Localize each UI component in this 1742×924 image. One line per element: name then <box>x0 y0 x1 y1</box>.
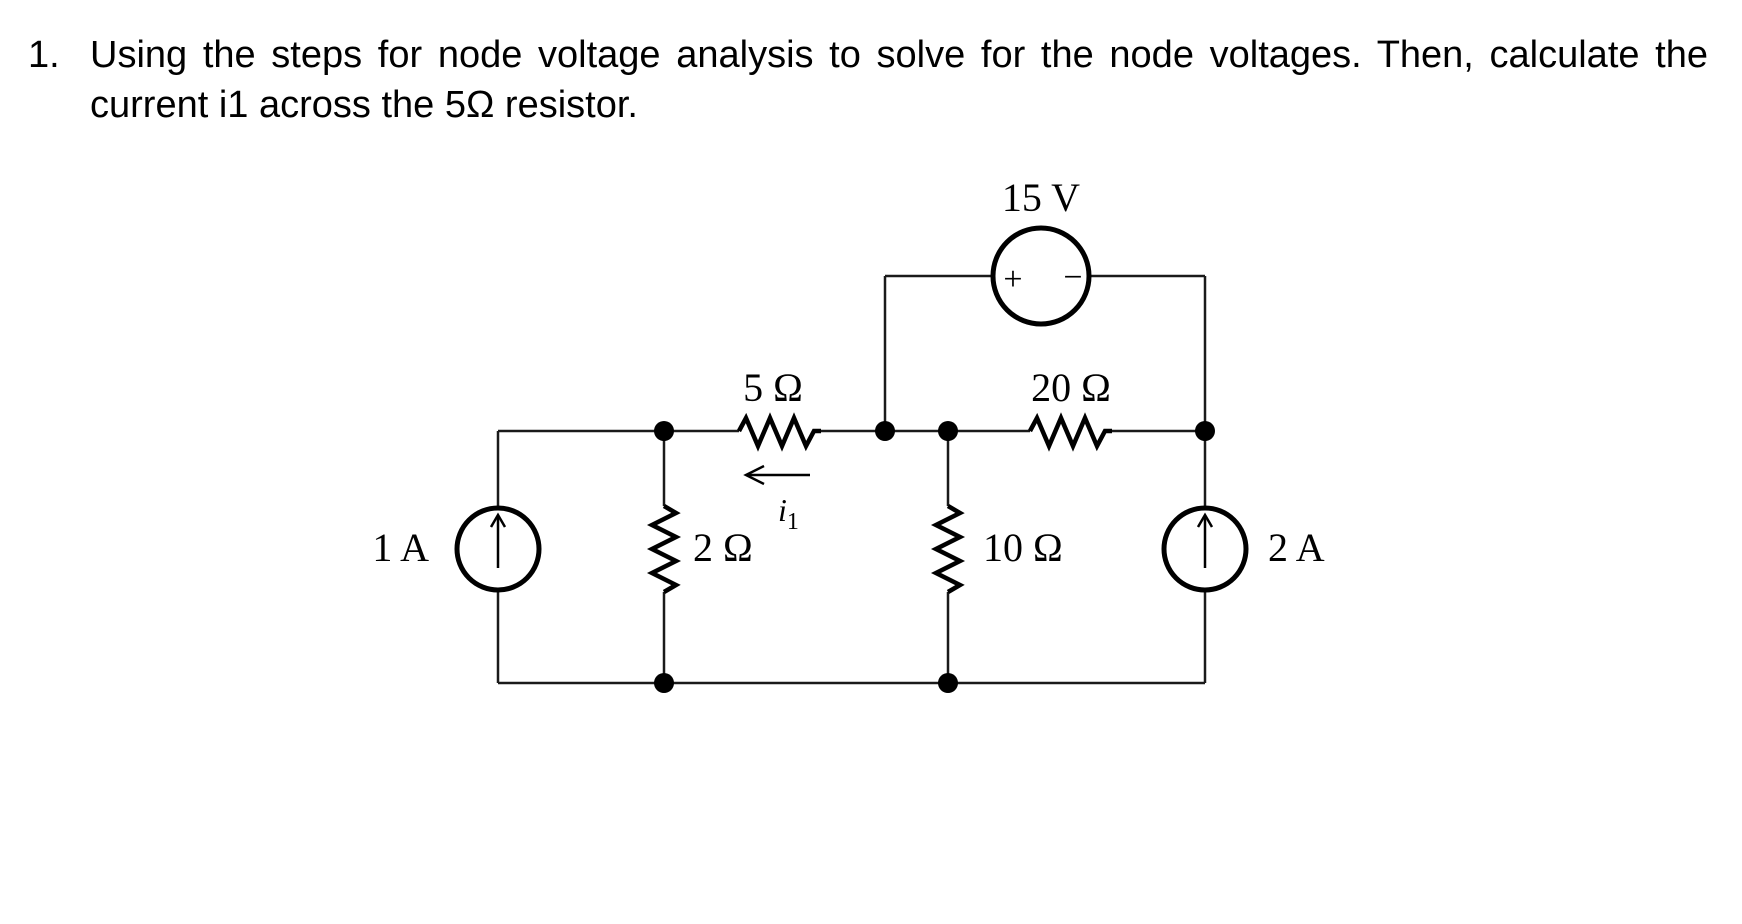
wires <box>496 274 1207 685</box>
question-number: 1. <box>28 34 60 76</box>
resistor-10ohm-label: 10 Ω <box>983 525 1063 570</box>
question: 1. Using the steps for node voltage anal… <box>28 30 1708 130</box>
current-i1-arrowhead <box>743 464 765 486</box>
resistor-20ohm: 20 Ω <box>1028 365 1112 452</box>
resistor-10ohm: 10 Ω <box>930 504 1063 594</box>
current-source-1a: 1 A <box>372 505 542 593</box>
resistor-2ohm: 2 Ω <box>646 504 753 594</box>
current-source-1a-label: 1 A <box>372 525 429 570</box>
current-source-2a: 2 A <box>1161 505 1325 593</box>
up-arrowhead-icon <box>489 512 507 528</box>
resistor-5ohm: 5 Ω <box>737 365 821 452</box>
current-source-2a-label: 2 A <box>1268 525 1325 570</box>
resistor-5ohm-label: 5 Ω <box>743 365 803 410</box>
up-arrowhead-icon <box>1196 512 1214 528</box>
node-dot <box>654 421 674 441</box>
voltage-source-15v-label: 15 V <box>1002 175 1080 220</box>
node-dot <box>654 673 674 693</box>
node-dot <box>875 421 895 441</box>
resistor-20ohm-label: 20 Ω <box>1031 365 1111 410</box>
voltage-source-15v: + − 15 V <box>990 175 1092 327</box>
voltage-source-15v-circle <box>990 225 1092 327</box>
node-dot <box>938 421 958 441</box>
voltage-source-plus: + <box>1003 261 1022 298</box>
nodes <box>654 421 1215 693</box>
question-text: Using the steps for node voltage analysi… <box>90 34 1708 126</box>
voltage-source-minus: − <box>1063 259 1082 296</box>
node-dot <box>1195 421 1215 441</box>
resistor-2ohm-label: 2 Ω <box>693 525 753 570</box>
current-i1-symbol: i1 <box>778 492 799 535</box>
node-dot <box>938 673 958 693</box>
current-i1: i1 <box>743 464 810 535</box>
